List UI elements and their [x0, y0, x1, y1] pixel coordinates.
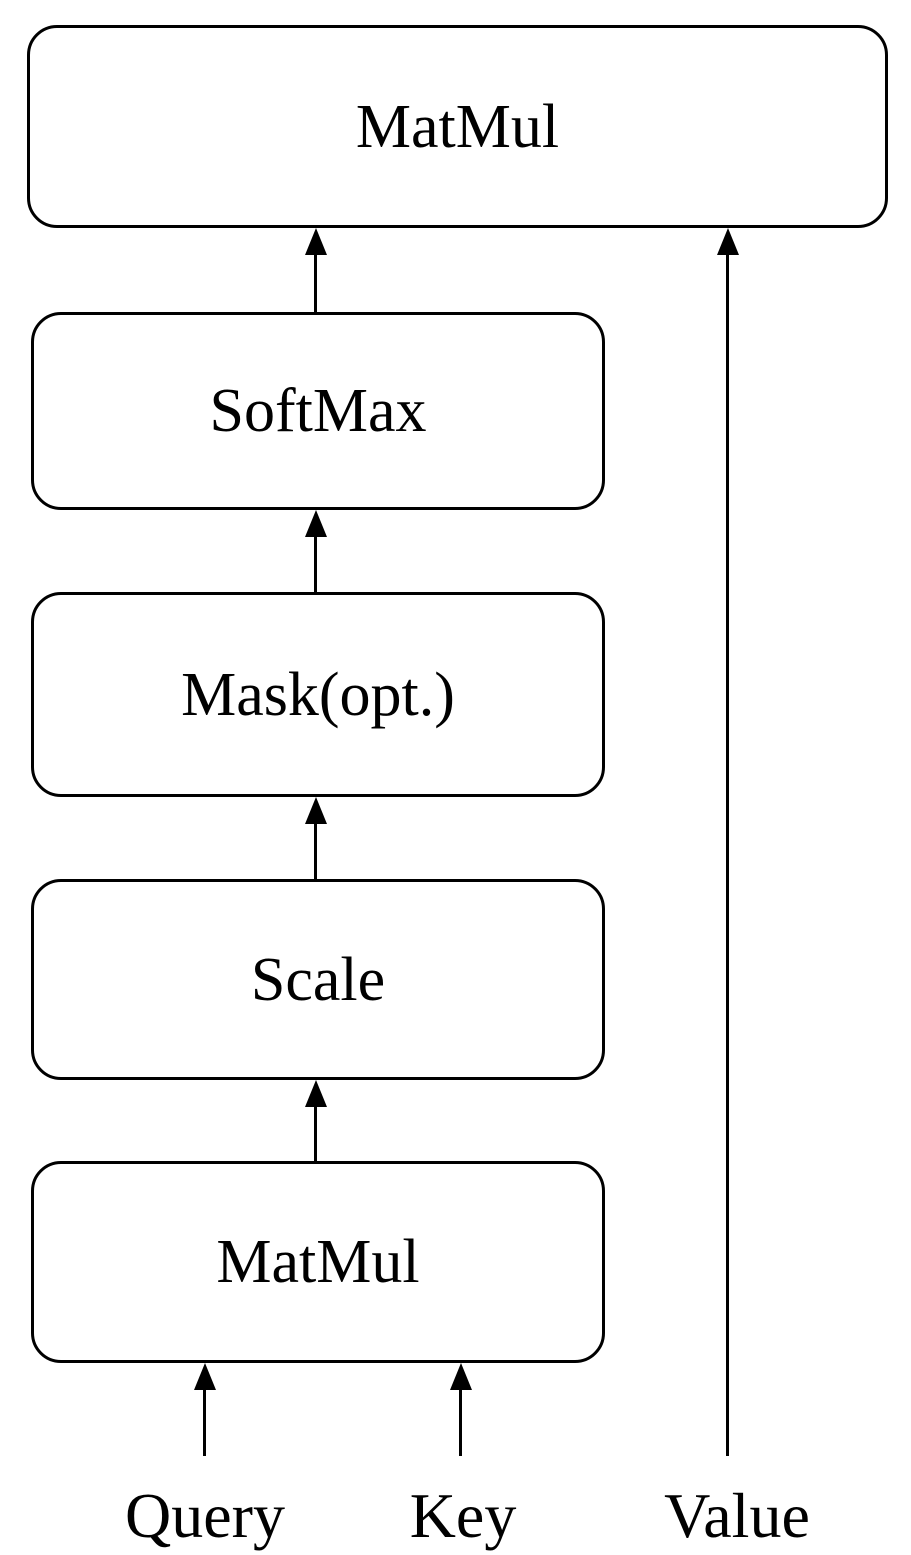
- arrow-up-icon: [305, 1080, 327, 1107]
- input-label-query: Query: [125, 1480, 285, 1551]
- edge-mask-to-softmax: [314, 532, 317, 594]
- node-matmul-qk: MatMul: [31, 1161, 605, 1363]
- edge-scale-to-mask: [314, 819, 317, 881]
- arrow-up-icon: [717, 228, 739, 255]
- edge-softmax-to-matmul-output: [314, 250, 317, 314]
- arrow-up-icon: [305, 797, 327, 824]
- node-mask-optional: Mask(opt.): [31, 592, 605, 797]
- edge-value-to-matmul-output: [726, 250, 729, 1456]
- node-matmul-output: MatMul: [27, 25, 888, 228]
- arrow-up-icon: [305, 510, 327, 537]
- node-softmax: SoftMax: [31, 312, 605, 510]
- node-scale-label: Scale: [250, 945, 386, 1014]
- input-label-value: Value: [664, 1480, 810, 1551]
- node-scale: Scale: [31, 879, 605, 1080]
- edge-matmul-qk-to-scale: [314, 1102, 317, 1163]
- arrow-up-icon: [194, 1363, 216, 1390]
- arrow-up-icon: [450, 1363, 472, 1390]
- arrow-up-icon: [305, 228, 327, 255]
- node-mask-optional-label: Mask(opt.): [181, 660, 455, 729]
- edge-key-to-matmul-qk: [459, 1385, 462, 1456]
- node-matmul-output-label: MatMul: [355, 92, 560, 161]
- node-matmul-qk-label: MatMul: [216, 1228, 420, 1296]
- node-softmax-label: SoftMax: [209, 377, 427, 445]
- input-label-key: Key: [409, 1480, 517, 1551]
- edge-query-to-matmul-qk: [203, 1385, 206, 1456]
